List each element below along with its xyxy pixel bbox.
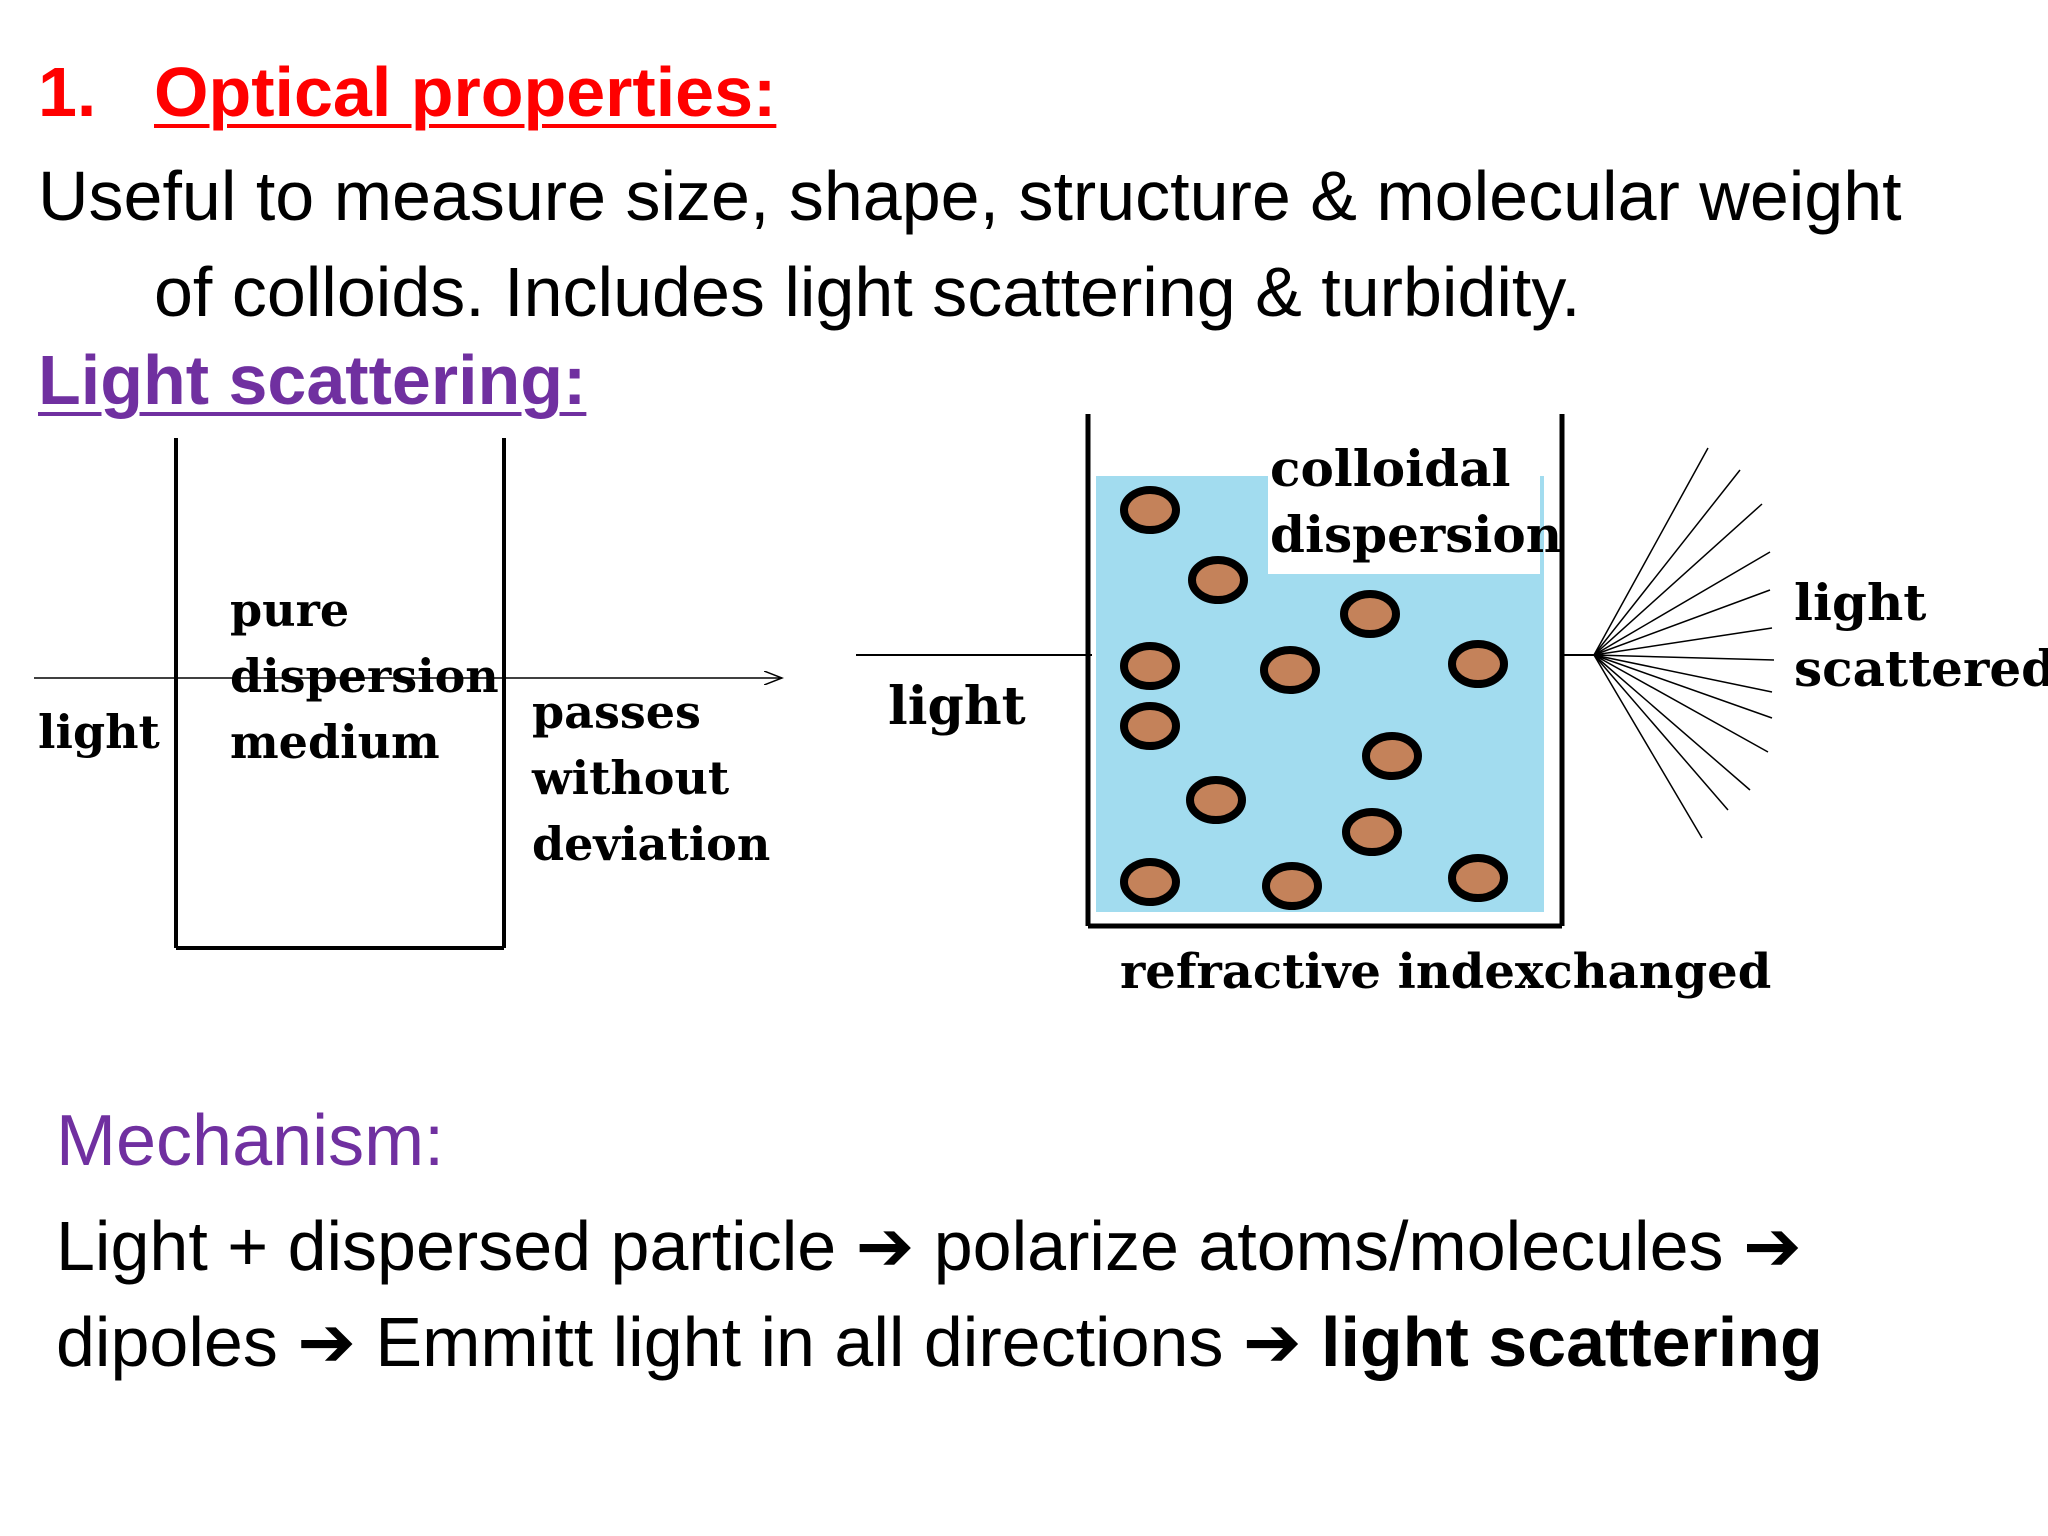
particle — [1186, 776, 1246, 824]
heading-number: 1. — [38, 53, 97, 131]
arrow-icon: ➔ — [297, 1303, 356, 1381]
svg-text:scattered: scattered — [1794, 639, 2048, 698]
mechanism-step-light-particle: Light + dispersed particle — [56, 1207, 837, 1285]
arrow-icon: ➔ — [1242, 1303, 1302, 1381]
light-scattered-label: light scattered — [1794, 573, 2048, 698]
mechanism-title: Mechanism: — [56, 1101, 445, 1181]
pure-medium-beaker — [174, 438, 506, 950]
right-light-label: light — [888, 676, 1026, 737]
svg-text:light: light — [1794, 573, 1926, 632]
particle — [1448, 854, 1508, 902]
svg-text:pure: pure — [230, 583, 349, 637]
scattered-light-rays — [1593, 447, 1775, 839]
svg-text:deviation: deviation — [532, 817, 770, 871]
svg-text:dispersion: dispersion — [230, 649, 499, 703]
heading-title: Optical properties: — [154, 53, 777, 131]
particle — [1342, 808, 1402, 856]
arrow-icon: ➔ — [855, 1207, 915, 1285]
mechanism-line-1: Light + dispersed particle ➔ polarize at… — [56, 1198, 2036, 1294]
particle — [1120, 486, 1180, 534]
refractive-index-label: refractive indexchanged — [1120, 944, 1771, 1000]
svg-text:colloidal: colloidal — [1270, 439, 1510, 498]
colloid-label-background — [1268, 436, 1540, 574]
svg-text:medium: medium — [230, 715, 440, 769]
mechanism-result: light scattering — [1321, 1303, 1823, 1381]
svg-text:dispersion: dispersion — [1270, 505, 1562, 564]
mechanism-step-emit: Emmitt light in all directions — [375, 1303, 1224, 1381]
intro-line-1: Useful to measure size, shape, structure… — [38, 157, 1902, 235]
particle — [1448, 640, 1508, 688]
mechanism-body: Light + dispersed particle ➔ polarize at… — [56, 1198, 2036, 1390]
pure-medium-label: pure dispersion medium — [230, 583, 499, 769]
colloid-beaker — [1085, 414, 1565, 929]
particle — [1260, 646, 1320, 694]
light-scattering-heading: Light scattering: — [38, 341, 587, 419]
arrow-icon: ➔ — [1743, 1207, 1802, 1285]
intro-line-2: of colloids. Includes light scattering &… — [154, 253, 1581, 331]
svg-text:passes: passes — [532, 685, 701, 739]
mechanism-line-2: dipoles ➔ Emmitt light in all directions… — [56, 1294, 2036, 1390]
particle — [1120, 702, 1180, 750]
particle — [1340, 590, 1400, 638]
mechanism-step-dipoles: dipoles — [56, 1303, 278, 1381]
left-light-label: light — [38, 705, 161, 759]
svg-text:without: without — [531, 751, 730, 805]
colloid-particles — [1120, 486, 1508, 910]
particle — [1262, 862, 1322, 910]
particle — [1120, 642, 1180, 690]
intro-text: Useful to measure size, shape, structure… — [38, 148, 2028, 340]
colloidal-dispersion-label: colloidal dispersion — [1270, 439, 1562, 564]
particle — [1362, 732, 1422, 780]
passes-without-deviation-label: passes without deviation — [531, 685, 770, 871]
particle — [1188, 556, 1248, 604]
particle — [1120, 858, 1180, 906]
mechanism-step-polarize: polarize atoms/molecules — [933, 1207, 1724, 1285]
